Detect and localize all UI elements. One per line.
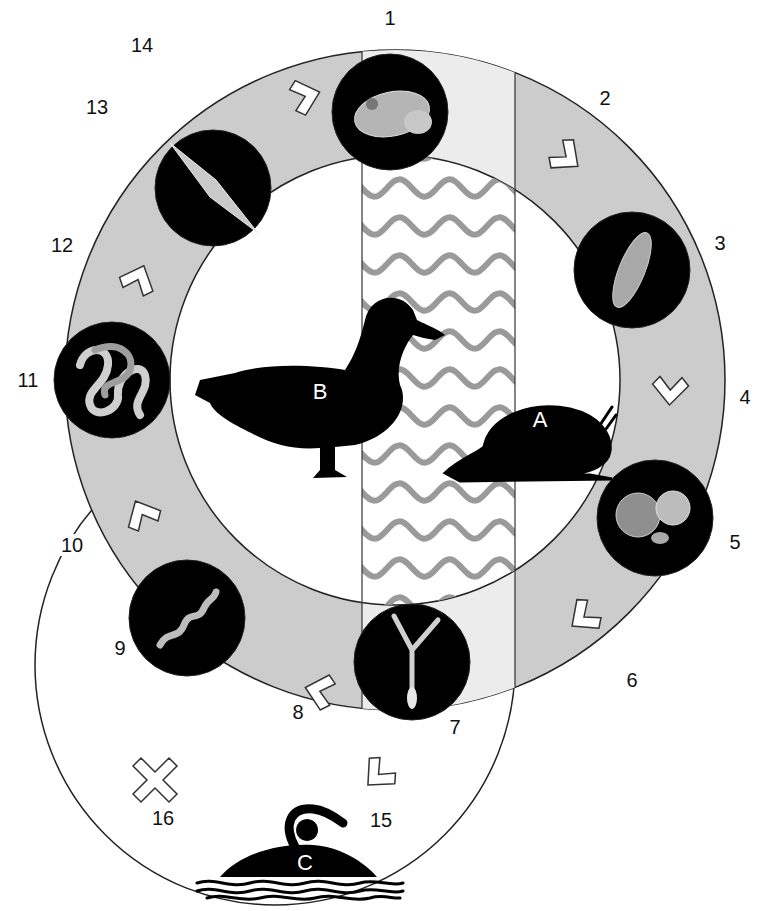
intermediate-host-snail: A — [440, 395, 620, 487]
cycle-arrow — [561, 595, 605, 641]
callout-number: 13 — [84, 96, 110, 118]
adult-worm-image — [95, 347, 131, 395]
callout-number: 3 — [712, 232, 727, 254]
cycle-arrow — [119, 493, 164, 534]
cycle-arrow — [651, 376, 688, 406]
wave-line — [362, 179, 515, 196]
callout-number: 9 — [112, 637, 127, 659]
cycle-arrow — [545, 135, 589, 181]
cycle-arrow — [288, 75, 325, 118]
egg-detail — [366, 98, 378, 110]
silhouette-part — [207, 896, 400, 899]
silhouette-part — [197, 889, 403, 892]
micrograph-disc — [574, 212, 690, 328]
callout-number: 4 — [737, 386, 752, 408]
egg-image — [350, 85, 433, 144]
sporocyst-image — [651, 532, 669, 544]
callout-number: 12 — [49, 234, 75, 256]
egg-detail — [404, 110, 432, 134]
miracidium-image — [605, 228, 659, 312]
callout-number: 6 — [624, 669, 639, 691]
micrograph-disc — [129, 560, 245, 676]
micrograph-disc — [332, 54, 448, 170]
micrograph-disc — [54, 322, 170, 438]
micrograph-disc — [597, 460, 713, 576]
stage-micrographs — [54, 54, 713, 720]
cycle-arrows — [117, 75, 689, 798]
micrograph-disc — [155, 130, 271, 246]
definitive-host-duck: B — [195, 285, 450, 485]
silhouette-part — [445, 407, 616, 481]
wave-line — [362, 559, 515, 576]
sporocyst-image — [616, 493, 660, 537]
dead-end-cross — [133, 758, 177, 802]
sporocyst-image — [656, 491, 690, 525]
callout-number: 8 — [290, 701, 305, 723]
callout-number: 16 — [150, 807, 176, 829]
silhouette-part — [289, 809, 343, 847]
cycle-arrow — [301, 670, 337, 712]
wave-line — [362, 521, 515, 538]
callout-number: 10 — [59, 534, 85, 556]
silhouette-part — [197, 881, 403, 884]
wave-line — [362, 483, 515, 500]
callout-number: 1 — [382, 7, 397, 29]
callout-number: 2 — [597, 87, 612, 109]
silhouette-part — [296, 819, 318, 841]
branch-arrow — [355, 753, 400, 798]
callout-number: 7 — [447, 716, 462, 738]
host-letter: C — [297, 852, 313, 874]
callout-number: 5 — [727, 531, 742, 553]
spindle-egg-image — [170, 143, 258, 233]
micrograph-disc — [354, 604, 470, 720]
cycle-arrow — [117, 259, 161, 299]
schistosomulum-image — [160, 592, 216, 645]
silhouette — [440, 395, 620, 487]
callout-number: 11 — [16, 369, 41, 391]
silhouette-part — [195, 298, 445, 478]
host-letter: B — [313, 381, 328, 403]
host-letter: A — [533, 409, 548, 431]
callout-number: 14 — [129, 34, 155, 56]
wave-line — [362, 255, 515, 272]
callout-number: 15 — [368, 809, 394, 831]
cercaria-body — [407, 687, 417, 709]
wave-line — [362, 217, 515, 234]
